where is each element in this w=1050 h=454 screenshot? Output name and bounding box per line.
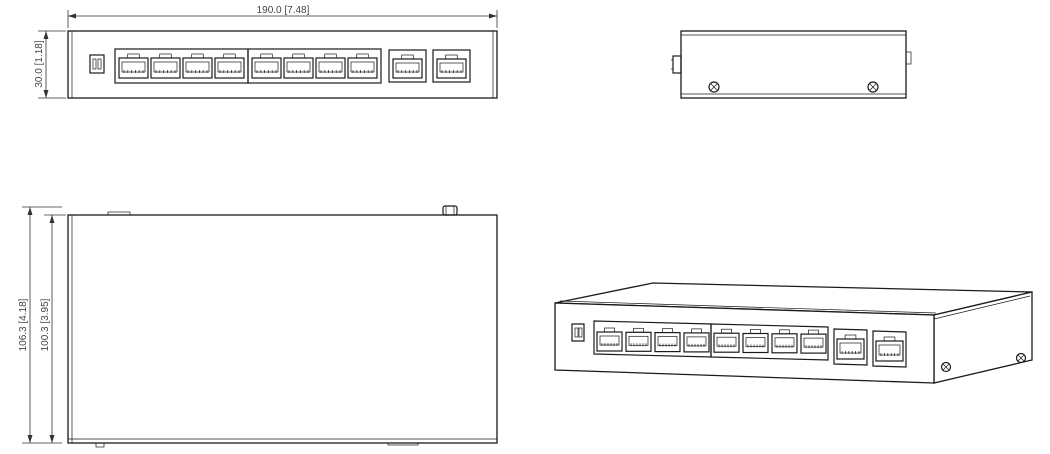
screw-icon [867,81,879,93]
depth-body-dimension-label: 100.3 [3.95] [40,298,51,351]
rj45-port-6 [283,53,314,79]
uplink-port-1 [392,54,423,79]
rj45-port-3 [182,53,213,79]
top-view: 106.3 [4.18] 100.3 [3.95] [18,205,498,448]
front-rj45-ports [118,53,378,79]
uplink-port-2-frame [432,49,471,83]
iso-uplink-port-1 [836,334,865,360]
iso-rj45-port-1 [596,327,623,352]
iso-uplink-port-2 [875,336,904,362]
rj45-port-5 [251,53,282,79]
uplink-port-2 [436,54,467,79]
uplink-port-1-frame [388,49,427,83]
rj45-port-7 [315,53,346,79]
screw-icon [708,81,720,93]
isometric-view [554,282,1033,384]
iso-rj45-port-3 [654,328,681,353]
iso-rj45-port-5 [713,328,740,353]
iso-rj45-port-4 [683,328,710,353]
iso-rj45-port-7 [771,329,798,354]
side-view [671,30,912,99]
screw-icon [940,361,952,373]
port-group-2 [247,48,382,84]
rj45-port-2 [150,53,181,79]
uplink-rj45-ports [392,54,467,79]
screw-icon [1015,352,1027,364]
iso-rj45-port-8 [800,329,827,354]
rj45-port-8 [347,53,378,79]
front-view: 190.0 [7.48] 30.0 [1.18] [34,5,498,99]
width-dimension-label: 190.0 [7.48] [257,5,310,16]
dip-switch-front [89,54,105,74]
dip-switch-iso [571,323,585,342]
rj45-port-1 [118,53,149,79]
iso-rj45-ports [596,327,904,362]
rj45-port-4 [214,53,245,79]
depth-overall-dimension-label: 106.3 [4.18] [18,298,29,351]
height-dimension-label: 30.0 [1.18] [34,40,45,87]
iso-rj45-port-6 [742,329,769,354]
iso-rj45-port-2 [625,327,652,352]
